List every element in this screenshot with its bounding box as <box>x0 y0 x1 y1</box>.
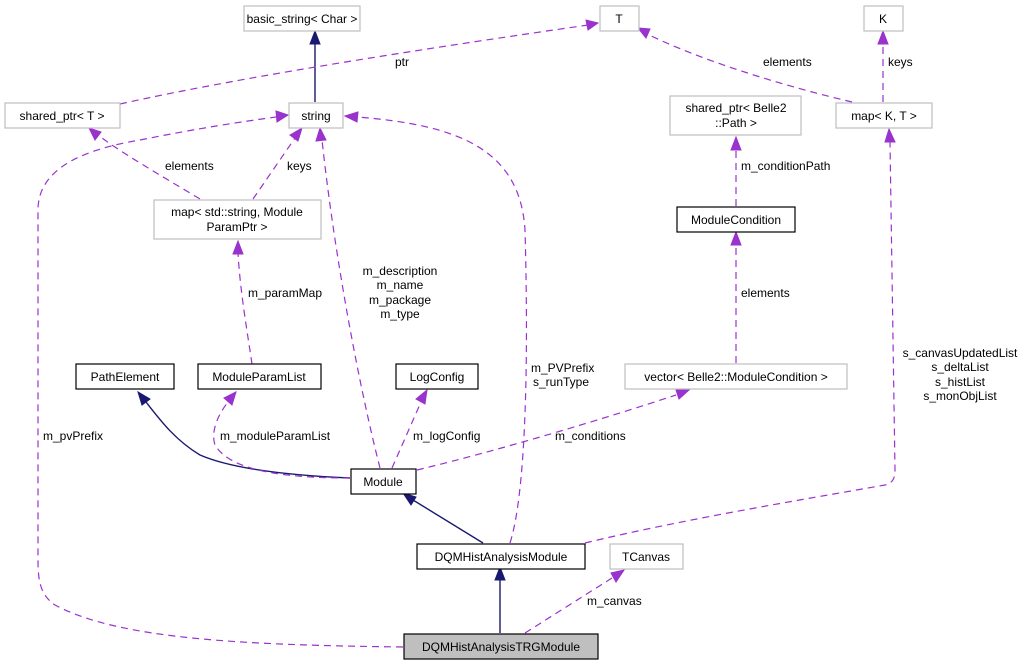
node-dqm-hist-analysis-trg-module[interactable]: DQMHistAnalysisTRGModule <box>403 633 599 660</box>
edge-label-elements-condition: elements <box>741 286 790 300</box>
edge-label-elements-shared: elements <box>165 159 214 173</box>
edge-label-s-histList: s_histList <box>935 375 986 389</box>
svg-text:string: string <box>301 109 330 123</box>
node-tcanvas[interactable]: TCanvas <box>609 543 684 570</box>
node-path-element[interactable]: PathElement <box>75 363 175 390</box>
edge-mapParam-to-string <box>252 137 296 200</box>
edge-label-m-description: m_description <box>363 264 438 278</box>
edge-dqm-to-string-pv <box>356 116 528 544</box>
node-shared-ptr-path[interactable]: shared_ptr< Belle2 ::Path > <box>669 95 802 136</box>
svg-text:T: T <box>615 12 623 26</box>
arrowhead-basic-string <box>309 29 321 45</box>
edge-label-s-runType: s_runType <box>533 375 589 389</box>
node-K[interactable]: K <box>863 5 904 32</box>
arrowhead-tcanvas <box>610 569 626 583</box>
edge-module-to-paramlist <box>213 401 351 479</box>
svg-text:ModuleParamList: ModuleParamList <box>212 370 306 384</box>
svg-text:PathElement: PathElement <box>91 370 160 384</box>
svg-text:Module: Module <box>363 475 403 489</box>
node-module-condition[interactable]: ModuleCondition <box>676 206 796 233</box>
node-vector-module-condition[interactable]: vector< Belle2::ModuleCondition > <box>624 363 848 390</box>
arrowhead-T-ptr <box>585 19 600 31</box>
svg-text:shared_ptr< Belle2: shared_ptr< Belle2 <box>685 101 786 115</box>
arrowhead-mapKT <box>884 127 896 143</box>
svg-text:shared_ptr< T >: shared_ptr< T > <box>20 109 105 123</box>
arrowhead-shared-ptr <box>88 127 102 141</box>
edge-trg-to-string-pvprefix <box>37 116 404 648</box>
edge-module-to-pathelement <box>145 401 351 479</box>
edge-label-m-logConfig: m_logConfig <box>413 429 480 443</box>
edge-label-keys-K: keys <box>888 55 913 69</box>
edge-label-m-name: m_name <box>377 278 424 292</box>
svg-text:vector< Belle2::ModuleConditio: vector< Belle2::ModuleCondition > <box>644 370 827 384</box>
node-map-string-paramptr[interactable]: map< std::string, Module ParamPtr > <box>153 199 322 240</box>
svg-text:K: K <box>879 12 887 26</box>
svg-text:DQMHistAnalysisTRGModule: DQMHistAnalysisTRGModule <box>422 640 580 654</box>
arrowhead-shared-path <box>730 135 742 151</box>
svg-text:ModuleCondition: ModuleCondition <box>691 213 781 227</box>
edge-mapKT-to-T <box>644 32 853 103</box>
edge-module-to-vector <box>416 394 677 471</box>
edge-label-s-canvasUpdatedList: s_canvasUpdatedList <box>903 346 1018 360</box>
edge-shared-ptr-to-T <box>119 24 589 105</box>
edge-label-s-deltaList: s_deltaList <box>931 360 989 374</box>
svg-text:::Path >: ::Path > <box>715 116 757 130</box>
edge-label-m-pvPrefix: m_pvPrefix <box>43 429 103 443</box>
arrowhead-logconfig <box>415 388 428 405</box>
arrowhead-string-keys <box>289 126 303 142</box>
node-dqm-hist-analysis-module[interactable]: DQMHistAnalysisModule <box>416 543 586 570</box>
node-T[interactable]: T <box>599 5 640 32</box>
svg-text:TCanvas: TCanvas <box>622 550 670 564</box>
edge-label-m-moduleParamList: m_moduleParamList <box>220 429 331 443</box>
node-module[interactable]: Module <box>350 468 417 495</box>
edge-label-keys-string: keys <box>287 159 312 173</box>
edge-dqm-to-module <box>412 499 484 544</box>
edge-trg-to-tcanvas <box>524 577 613 634</box>
arrowhead-K <box>877 29 889 45</box>
arrowhead-string-pvprefix <box>275 110 290 123</box>
node-module-param-list[interactable]: ModuleParamList <box>197 363 322 390</box>
arrowhead-pathelement <box>137 390 151 406</box>
edge-label-m-canvas: m_canvas <box>587 594 642 608</box>
svg-text:LogConfig: LogConfig <box>410 370 465 384</box>
arrowhead-condition <box>730 230 742 246</box>
svg-text:basic_string< Char >: basic_string< Char > <box>247 12 358 26</box>
node-basic-string[interactable]: basic_string< Char > <box>243 5 361 32</box>
edge-mapParam-to-shared-ptr <box>97 134 201 200</box>
edge-label-m-conditions: m_conditions <box>555 429 626 443</box>
nodes: basic_string< Char > T K shared_ptr< T >… <box>4 5 933 660</box>
edge-label-ptr: ptr <box>395 55 409 69</box>
node-shared-ptr-T[interactable]: shared_ptr< T > <box>4 102 121 129</box>
node-log-config[interactable]: LogConfig <box>395 363 479 390</box>
node-string[interactable]: string <box>288 102 344 129</box>
arrowhead-dqm <box>494 565 506 581</box>
arrowhead-string-members <box>315 126 327 142</box>
arrowhead-T-elements <box>636 27 651 39</box>
edge-label-m-PVPrefix: m_PVPrefix <box>531 361 594 375</box>
edge-paramList-to-mapParam <box>237 252 253 365</box>
edge-dqm-to-mapKT <box>584 141 896 544</box>
edge-module-to-logconfig <box>391 401 422 469</box>
edge-label-s-monObjList: s_monObjList <box>923 389 997 403</box>
edge-label-m-conditionPath: m_conditionPath <box>741 159 830 173</box>
edge-label-m-package: m_package <box>369 293 431 307</box>
arrowhead-module <box>401 492 417 506</box>
arrowhead-vector <box>675 389 691 400</box>
svg-text:ParamPtr >: ParamPtr > <box>206 220 267 234</box>
svg-text:map< K, T >: map< K, T > <box>851 109 917 123</box>
edge-label-m-paramMap: m_paramMap <box>248 286 322 300</box>
edge-label-elements-T: elements <box>763 55 812 69</box>
arrowhead-string-pv <box>343 111 359 123</box>
svg-text:map< std::string, Module: map< std::string, Module <box>171 205 303 219</box>
edge-label-m-type: m_type <box>380 307 420 321</box>
edge-labels: ptr elements keys elements keys m_condit… <box>43 55 1018 608</box>
svg-text:DQMHistAnalysisModule: DQMHistAnalysisModule <box>435 550 568 564</box>
edges <box>37 19 896 648</box>
arrowhead-mapParam <box>232 239 244 255</box>
node-map-K-T[interactable]: map< K, T > <box>835 102 933 129</box>
arrowhead-paramlist <box>223 391 237 406</box>
